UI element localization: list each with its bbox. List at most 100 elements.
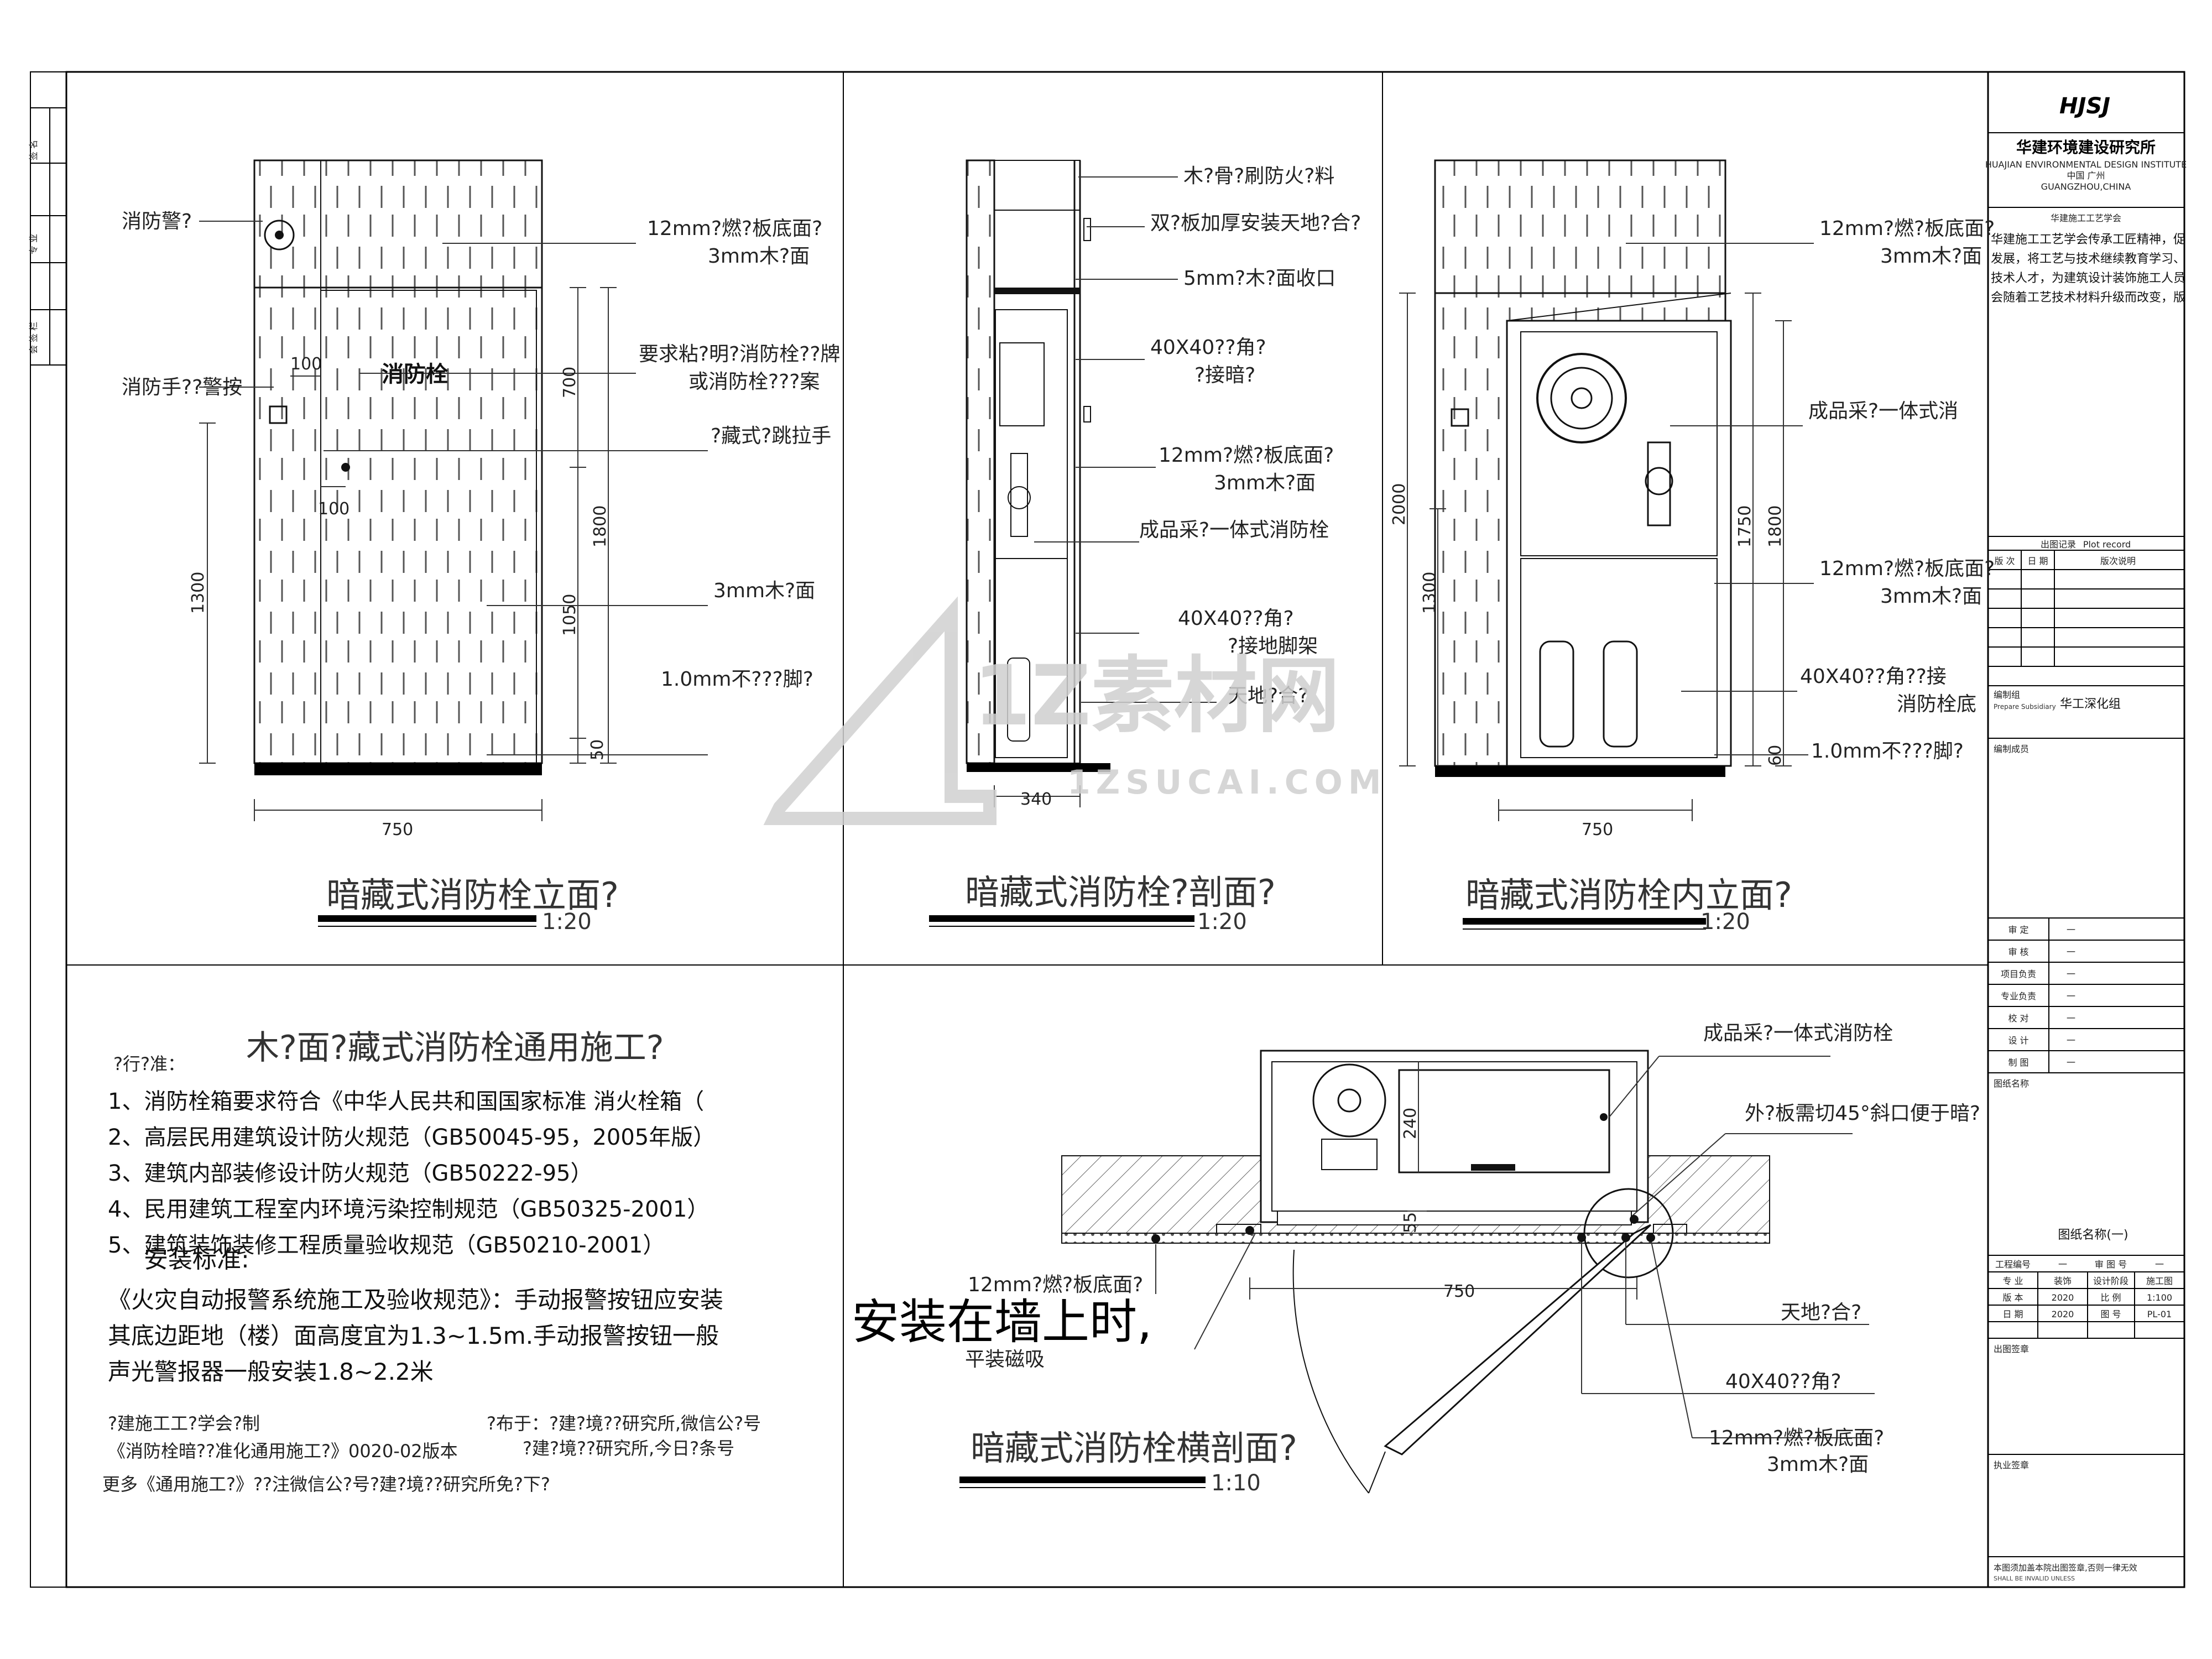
compile-label: 编制组 bbox=[1994, 690, 2020, 700]
approval-3-label: 项目负责 bbox=[2001, 969, 2036, 979]
approval-5-value: 一 bbox=[2067, 1013, 2075, 1024]
notes-section: ?行?准： 木?面?藏式消防栓通用施工? 1、消防栓箱要求符合《中华人民共和国国… bbox=[102, 1029, 1152, 1495]
elev-label-handle: ?藏式?跳拉手 bbox=[711, 425, 831, 447]
elev-title: 暗藏式消防栓立面? bbox=[326, 875, 619, 915]
sec-label-7a: 40X40??角? bbox=[1178, 607, 1294, 630]
members-label: 编制成员 bbox=[1994, 744, 2029, 754]
proj-r2-c3: 设计阶段 bbox=[2093, 1276, 2128, 1286]
title-block-text: HJSJ 华建环境建设研究所 HUAJIAN ENVIRONMENTAL DES… bbox=[1985, 93, 2187, 1582]
notes-install-2: 其底边距地（楼）面高度宜为1.3~1.5m.手动报警按钮一般 bbox=[108, 1322, 719, 1349]
intro-line-4: 会随着工艺技术材料升级而改变，版 bbox=[1991, 291, 2185, 305]
notes-item-2: 2、高层民用建筑设计防火规范（GB50045-95，2005年版） bbox=[108, 1125, 715, 1150]
plan-door-leaf bbox=[1384, 1224, 1652, 1455]
intro-line-1: 华建施工工艺学会传承工匠精神，促 bbox=[1991, 233, 2185, 247]
section-view: 木?骨?刷防火?料 双?板加厚安装天地?合? 5mm?木?面收口 40X40??… bbox=[929, 159, 1361, 935]
watermark: 1Z素材网 1ZSUCAI.COM bbox=[763, 596, 1387, 825]
inner-dim-1300: 1300 bbox=[1420, 572, 1439, 614]
seal-label: 执业签章 bbox=[1994, 1460, 2029, 1470]
elev-dim-100a: 100 bbox=[290, 354, 322, 374]
notes-install-1: 《火灾自动报警系统施工及验收规范》：手动报警按钮应安装 bbox=[108, 1286, 723, 1313]
plan-label-3: 12mm?燃?板底面? bbox=[968, 1274, 1143, 1296]
plan-label-5: 天地?合? bbox=[1781, 1301, 1861, 1324]
elev-label-veneer: 3mm木?面 bbox=[708, 245, 810, 268]
hose-reel-icon bbox=[1536, 353, 1627, 444]
inner-label-4a: 40X40??角??接 bbox=[1800, 665, 1947, 688]
compile-label-en: Prepare Subsidiary bbox=[1994, 703, 2056, 711]
proj-r4-c2: 2020 bbox=[2052, 1309, 2074, 1319]
proj-r1-c3: 审 图 号 bbox=[2095, 1259, 2127, 1270]
inner-label-2: 成品采?一体式消 bbox=[1808, 400, 1958, 422]
drawing-name-label: 图纸名称 bbox=[1994, 1078, 2029, 1089]
watermark-sub: 1ZSUCAI.COM bbox=[1067, 763, 1387, 802]
city-en: GUANGZHOU,CHINA bbox=[2041, 181, 2131, 192]
approval-5-label: 校 对 bbox=[2008, 1013, 2028, 1024]
city-cn: 中国 广州 bbox=[2067, 170, 2105, 181]
proj-r1-c4: 一 bbox=[2155, 1259, 2164, 1270]
approval-6-label: 设 计 bbox=[2008, 1035, 2028, 1046]
logo: HJSJ bbox=[2059, 93, 2110, 119]
approval-1-value: 一 bbox=[2067, 925, 2075, 935]
notes-item-3: 3、建筑内部装修设计防火规范（GB50222-95） bbox=[108, 1161, 592, 1186]
sec-label-4b: ?接暗? bbox=[1194, 364, 1255, 387]
notes-title: 木?面?藏式消防栓通用施工? bbox=[246, 1029, 664, 1067]
sec-label-5a: 12mm?燃?板底面? bbox=[1159, 444, 1334, 467]
plan-dim-750: 750 bbox=[1443, 1282, 1475, 1301]
elev-dim-1050: 1050 bbox=[560, 594, 580, 636]
sign-label: 出图签章 bbox=[1994, 1344, 2029, 1354]
alarm-bell-icon bbox=[264, 220, 295, 251]
proj-r2-c4: 施工图 bbox=[2146, 1276, 2173, 1286]
notes-credit-5: 更多《通用施工?》??注微信公?号?建?境??研究所免?下? bbox=[102, 1474, 550, 1495]
left-strip: 会 签 栏 专 业 签 名 bbox=[28, 140, 39, 354]
plan-scale: 1:10 bbox=[1211, 1470, 1261, 1496]
manual-alarm-icon bbox=[269, 405, 288, 424]
inner-scale: 1:20 bbox=[1700, 909, 1750, 935]
notes-install-label: 安装标准: bbox=[144, 1245, 249, 1274]
plan-label-2: 外?板需切45°斜口便于暗? bbox=[1745, 1102, 1980, 1125]
elev-label-sign2: 或消防栓???案 bbox=[688, 371, 820, 393]
plan-panel bbox=[1061, 1233, 1770, 1244]
inner-dim-750: 750 bbox=[1582, 820, 1613, 839]
record-title-en: Plot record bbox=[2083, 539, 2131, 550]
intro-line-2: 发展，将工艺与技术继续教育学习、 bbox=[1991, 252, 2185, 266]
elev-dim-100b: 100 bbox=[318, 499, 349, 519]
proj-r3-c1: 版 本 bbox=[2002, 1292, 2023, 1303]
approval-1-label: 审 定 bbox=[2008, 925, 2028, 935]
extinguisher-icon bbox=[1007, 658, 1030, 742]
sec-label-8: 天地?合? bbox=[1228, 685, 1308, 707]
elev-title-underline bbox=[318, 915, 536, 922]
elev-label-skirting: 1.0mm不???脚? bbox=[661, 668, 813, 691]
proj-r4-c3: 图 号 bbox=[2100, 1309, 2121, 1319]
elev-dim-750: 750 bbox=[382, 820, 413, 839]
footer-note-en: SHALL BE INVALID UNLESS bbox=[1994, 1575, 2075, 1582]
society: 华建施工工艺学会 bbox=[2051, 213, 2121, 223]
elev-label-alarm: 消防警? bbox=[122, 210, 192, 233]
watermark-text: 1Z素材网 bbox=[973, 648, 1340, 744]
sec-label-4a: 40X40??角? bbox=[1150, 336, 1266, 359]
sec-label-5b: 3mm木?面 bbox=[1214, 472, 1316, 494]
institute-cn: 华建环境建设研究所 bbox=[2016, 138, 2156, 156]
approval-7-value: 一 bbox=[2067, 1057, 2075, 1068]
plan-label-6: 40X40??角? bbox=[1725, 1370, 1841, 1393]
intro-line-3: 技术人才，为建筑设计装饰施工人员 bbox=[1991, 272, 2185, 285]
strip-label-major: 专 业 bbox=[28, 234, 39, 254]
sec-label-7b: ?接地脚架 bbox=[1228, 635, 1318, 658]
title-block bbox=[1988, 132, 2184, 1557]
inner-dim-1750: 1750 bbox=[1735, 505, 1755, 547]
sec-dim-340: 340 bbox=[1020, 790, 1052, 809]
proj-r2-c2: 装饰 bbox=[2054, 1276, 2072, 1286]
plan-dim-240: 240 bbox=[1401, 1108, 1420, 1139]
proj-r1-c1: 工程编号 bbox=[1995, 1259, 2031, 1270]
footer-note: 本图须加盖本院出图签章,否则一律无效 bbox=[1994, 1563, 2137, 1573]
handle-icon bbox=[341, 463, 350, 472]
proj-r4-c4: PL-01 bbox=[2147, 1309, 2172, 1319]
elevation-view: 消防警? 消防手??警按 消防栓 12mm?燃?板底面? 3mm木?面 要求粘?… bbox=[122, 159, 840, 935]
notes-credit-3: 《消防栓暗??准化通用施工?》0020-02版本 bbox=[108, 1441, 458, 1462]
proj-r2-c1: 专 业 bbox=[2002, 1276, 2023, 1286]
inner-label-3a: 12mm?燃?板底面? bbox=[1819, 557, 1995, 580]
elev-label-hand-alarm: 消防手??警按 bbox=[122, 376, 242, 399]
inner-dim-2000: 2000 bbox=[1390, 483, 1409, 525]
proj-r1-c2: 一 bbox=[2058, 1259, 2067, 1270]
record-title: 出图记录 bbox=[2041, 539, 2076, 550]
sheet-frame bbox=[30, 71, 2185, 1588]
